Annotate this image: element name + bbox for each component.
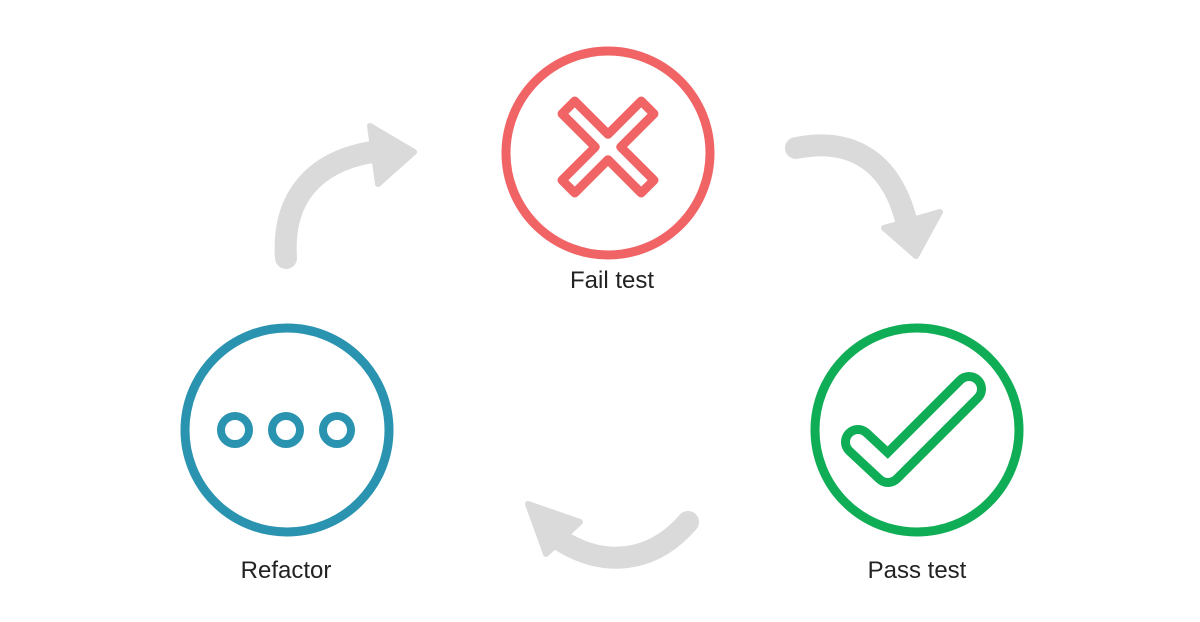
arrow-fail-to-pass <box>785 134 943 259</box>
pass-test-label: Pass test <box>867 557 967 584</box>
fail-test-node <box>501 46 715 260</box>
checkmark-icon <box>841 372 986 487</box>
ellipsis-icon <box>217 412 355 448</box>
refactor-circle <box>180 323 394 537</box>
refactor-label: Refactor <box>240 557 332 584</box>
arrow-refactor-to-fail <box>274 123 417 269</box>
refactor-node <box>180 323 394 537</box>
arrow-pass-to-refactor <box>525 501 699 569</box>
x-icon <box>557 96 659 198</box>
pass-test-circle <box>810 323 1024 537</box>
pass-test-node <box>810 323 1024 537</box>
fail-test-circle <box>501 46 715 260</box>
fail-test-label: Fail test <box>569 267 655 294</box>
